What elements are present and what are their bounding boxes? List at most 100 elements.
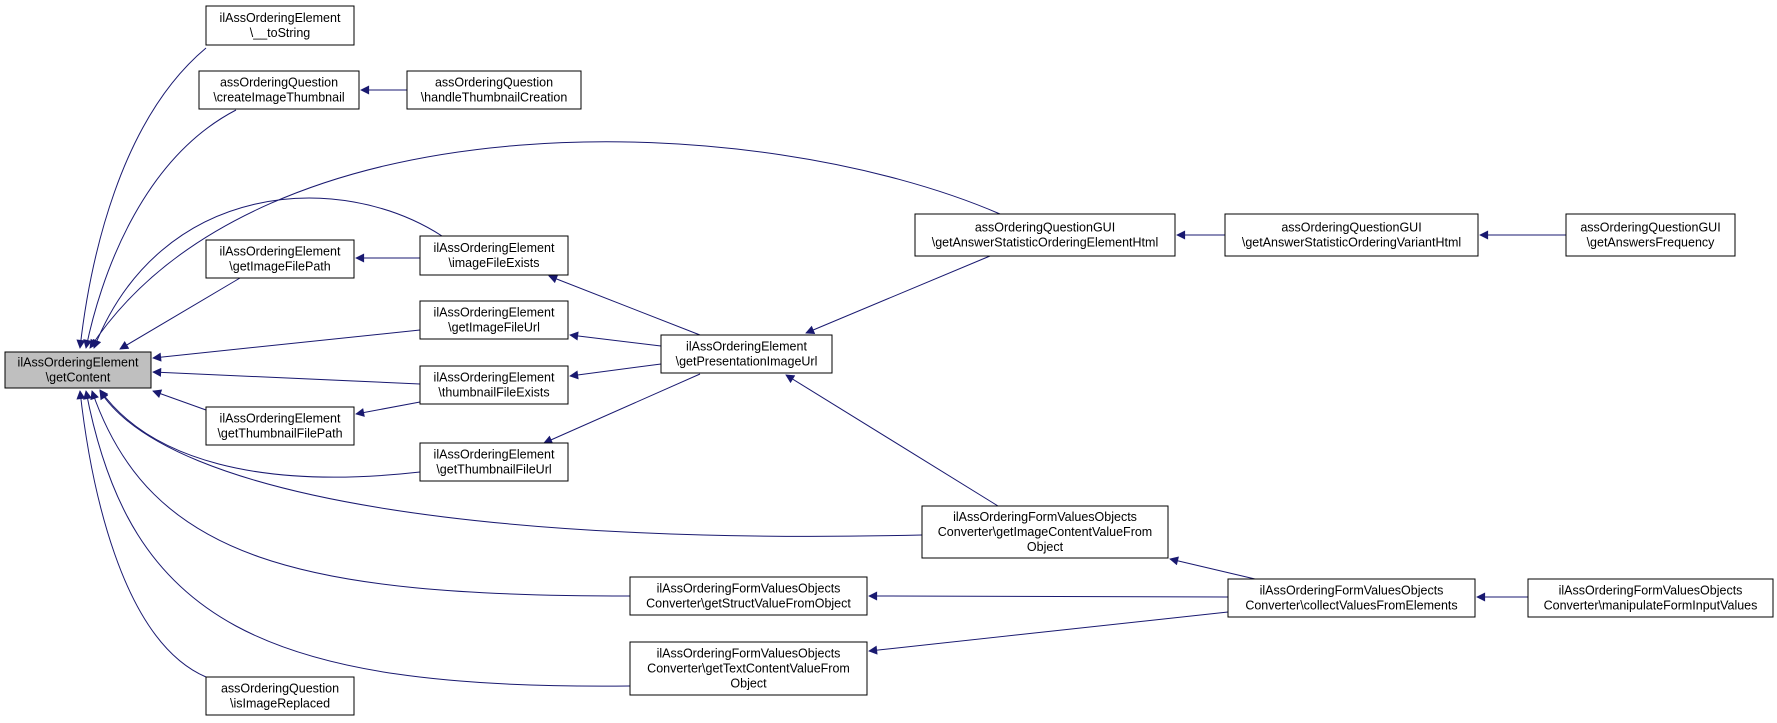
edge-presUrl-to-imageExists [548, 274, 701, 336]
node-getThumbUrl[interactable]: ilAssOrderingElement\getThumbnailFileUrl [419, 442, 569, 482]
node-manipulate[interactable]: ilAssOrderingFormValuesObjectsConverter\… [1527, 578, 1774, 618]
edge-getThumbUrl-to-root [99, 389, 421, 478]
node-label-line: ilAssOrderingFormValuesObjects [953, 510, 1137, 524]
node-box [419, 235, 569, 276]
node-getImagePath[interactable]: ilAssOrderingElement\getImageFilePath [205, 239, 355, 279]
node-collectVals[interactable]: ilAssOrderingFormValuesObjectsConverter\… [1227, 578, 1476, 618]
edge-statElemHtml-to-root [89, 141, 1001, 349]
node-statVarHtml[interactable]: assOrderingQuestionGUI\getAnswerStatisti… [1224, 213, 1479, 257]
node-box [1227, 578, 1476, 618]
node-label-line: Object [730, 677, 767, 691]
edge-imgContentVal-to-presUrl [785, 374, 999, 507]
node-box [629, 576, 868, 616]
node-label-line: Converter\getStructValueFromObject [646, 597, 851, 611]
node-label-line: assOrderingQuestion [220, 76, 338, 90]
node-structVal[interactable]: ilAssOrderingFormValuesObjectsConverter\… [629, 576, 868, 616]
node-isImgReplaced[interactable]: assOrderingQuestion\isImageReplaced [205, 676, 355, 716]
node-label-line: Converter\getImageContentValueFrom [938, 525, 1152, 539]
node-label-line: assOrderingQuestionGUI [1580, 221, 1720, 235]
node-label-line: assOrderingQuestion [435, 76, 553, 90]
edge-thumbExists-to-getThumbPath [355, 401, 421, 417]
node-box [419, 365, 569, 405]
edge-presUrl-to-getThumbUrl [543, 373, 701, 444]
node-label-line: \getImageFileUrl [448, 321, 540, 335]
node-imgContentVal[interactable]: ilAssOrderingFormValuesObjectsConverter\… [921, 505, 1169, 559]
edge-isImgReplaced-to-root [76, 390, 207, 678]
edge-presUrl-to-thumbExists [569, 363, 662, 380]
node-label-line: ilAssOrderingFormValuesObjects [657, 647, 841, 661]
node-box [921, 505, 1169, 559]
edge-collectVals-to-structVal [868, 591, 1229, 601]
edges-layer [76, 47, 1566, 687]
edge-collectVals-to-imgContentVal [1169, 556, 1256, 580]
edge-imageExists-to-root [92, 197, 443, 349]
node-label-line: \getImageFilePath [229, 260, 330, 274]
node-label-line: \getAnswersFrequency [1587, 236, 1716, 250]
node-label-line: ilAssOrderingElement [220, 11, 341, 25]
node-label-line: ilAssOrderingElement [434, 241, 555, 255]
edge-structVal-to-root [90, 390, 631, 597]
node-box [660, 334, 833, 374]
node-thumbExists[interactable]: ilAssOrderingElement\thumbnailFileExists [419, 365, 569, 405]
node-box [419, 442, 569, 482]
node-imageExists[interactable]: ilAssOrderingElement\imageFileExists [419, 235, 569, 276]
node-label-line: ilAssOrderingFormValuesObjects [657, 582, 841, 596]
node-toString[interactable]: ilAssOrderingElement\__toString [205, 5, 355, 46]
node-label-line: assOrderingQuestionGUI [1281, 221, 1421, 235]
node-label-line: \imageFileExists [449, 256, 540, 270]
node-label-line: ilAssOrderingFormValuesObjects [1260, 584, 1444, 598]
node-box [198, 70, 360, 110]
node-label-line: \getContent [46, 371, 111, 385]
node-label-line: \isImageReplaced [230, 697, 330, 711]
node-presUrl[interactable]: ilAssOrderingElement\getPresentationImag… [660, 334, 833, 374]
node-answersFreq[interactable]: assOrderingQuestionGUI\getAnswersFrequen… [1565, 213, 1736, 257]
edge-thumbExists-to-root [152, 367, 421, 385]
node-box [629, 641, 868, 696]
node-box [1565, 213, 1736, 257]
node-label-line: \getAnswerStatisticOrderingVariantHtml [1242, 236, 1461, 250]
node-statElemHtml[interactable]: assOrderingQuestionGUI\getAnswerStatisti… [914, 213, 1176, 257]
node-box [419, 300, 569, 340]
node-box [406, 70, 582, 110]
node-box [205, 406, 355, 446]
node-createThumb[interactable]: assOrderingQuestion\createImageThumbnail [198, 70, 360, 110]
node-textContentVal[interactable]: ilAssOrderingFormValuesObjectsConverter\… [629, 641, 868, 696]
node-getThumbPath[interactable]: ilAssOrderingElement\getThumbnailFilePat… [205, 406, 355, 446]
node-label-line: ilAssOrderingElement [434, 448, 555, 462]
edge-statElemHtml-to-presUrl [805, 255, 991, 335]
node-root[interactable]: ilAssOrderingElement\getContent [4, 351, 152, 389]
node-label-line: ilAssOrderingElement [220, 245, 341, 259]
node-label-line: ilAssOrderingElement [18, 356, 139, 370]
node-box [1224, 213, 1479, 257]
node-label-line: \handleThumbnailCreation [421, 91, 568, 105]
node-label-line: \getThumbnailFileUrl [436, 463, 551, 477]
node-box [205, 239, 355, 279]
node-label-line: \thumbnailFileExists [438, 386, 549, 400]
node-label-line: assOrderingQuestionGUI [975, 221, 1115, 235]
node-label-line: ilAssOrderingElement [686, 340, 807, 354]
node-label-line: Converter\manipulateFormInputValues [1544, 599, 1758, 613]
edge-getImagePath-to-root [119, 277, 241, 350]
node-label-line: ilAssOrderingElement [434, 371, 555, 385]
node-label-line: ilAssOrderingElement [434, 306, 555, 320]
edge-getImageUrl-to-root [152, 329, 421, 362]
node-box [914, 213, 1176, 257]
edge-textContentVal-to-root [83, 390, 631, 687]
node-label-line: Converter\getTextContentValueFrom [647, 662, 850, 676]
nodes-layer: ilAssOrderingElement\getContentilAssOrde… [4, 5, 1774, 716]
node-label-line: Converter\collectValuesFromElements [1245, 599, 1457, 613]
node-getImageUrl[interactable]: ilAssOrderingElement\getImageFileUrl [419, 300, 569, 340]
node-box [1527, 578, 1774, 618]
node-label-line: \getThumbnailFilePath [217, 427, 342, 441]
node-label-line: \getPresentationImageUrl [676, 355, 818, 369]
edge-presUrl-to-getImageUrl [569, 331, 662, 347]
edge-collectVals-to-textContentVal [868, 611, 1229, 655]
node-box [205, 676, 355, 716]
node-handleThumb[interactable]: assOrderingQuestion\handleThumbnailCreat… [406, 70, 582, 110]
node-label-line: \getAnswerStatisticOrderingElementHtml [932, 236, 1158, 250]
node-label-line: ilAssOrderingFormValuesObjects [1559, 584, 1743, 598]
node-label-line: assOrderingQuestion [221, 682, 339, 696]
node-box [205, 5, 355, 46]
node-label-line: ilAssOrderingElement [220, 412, 341, 426]
